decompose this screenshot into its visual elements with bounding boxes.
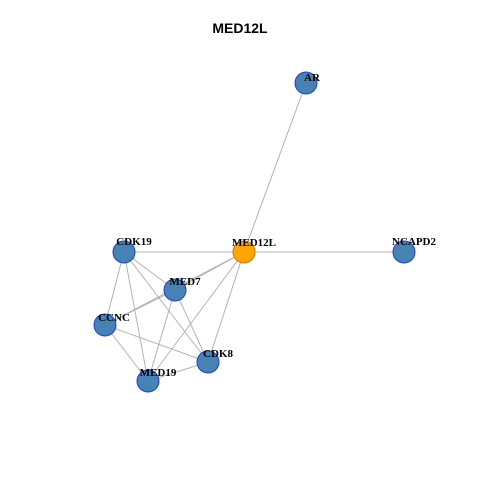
node-cdk19[interactable] xyxy=(112,240,136,264)
node-label-ar: AR xyxy=(304,72,321,84)
node-label-med19: MED19 xyxy=(140,367,177,379)
edge-ar-med12l xyxy=(243,82,307,253)
node-layer xyxy=(93,71,416,393)
edge-med7-ccnc xyxy=(104,289,176,326)
edge-med12l-cdk8 xyxy=(207,251,245,363)
edge-med7-cdk8 xyxy=(174,289,209,363)
node-label-med7: MED7 xyxy=(169,276,201,288)
node-label-ncapd2: NCAPD2 xyxy=(392,236,436,248)
edge-cdk19-cdk8 xyxy=(123,251,209,363)
node-ar[interactable] xyxy=(294,71,318,95)
edge-ccnc-cdk8 xyxy=(104,324,209,363)
edge-cdk19-med19 xyxy=(123,251,149,382)
edge-layer xyxy=(104,82,404,382)
node-med7[interactable] xyxy=(163,278,187,302)
node-label-cdk19: CDK19 xyxy=(116,236,152,248)
edge-med7-med19 xyxy=(147,289,176,382)
edge-cdk19-ccnc xyxy=(104,251,125,326)
edge-med12l-med19 xyxy=(147,251,245,382)
node-med19[interactable] xyxy=(136,369,160,393)
edge-ccnc-med19 xyxy=(104,324,149,382)
node-ccnc[interactable] xyxy=(93,313,117,337)
node-label-cdk8: CDK8 xyxy=(203,348,233,360)
node-label-ccnc: CCNC xyxy=(98,312,130,324)
node-ncapd2[interactable] xyxy=(392,240,416,264)
node-cdk8[interactable] xyxy=(196,350,220,374)
node-med12l[interactable] xyxy=(232,240,256,264)
graph-title: MED12L xyxy=(212,20,268,36)
node-label-med12l: MED12L xyxy=(232,237,276,249)
